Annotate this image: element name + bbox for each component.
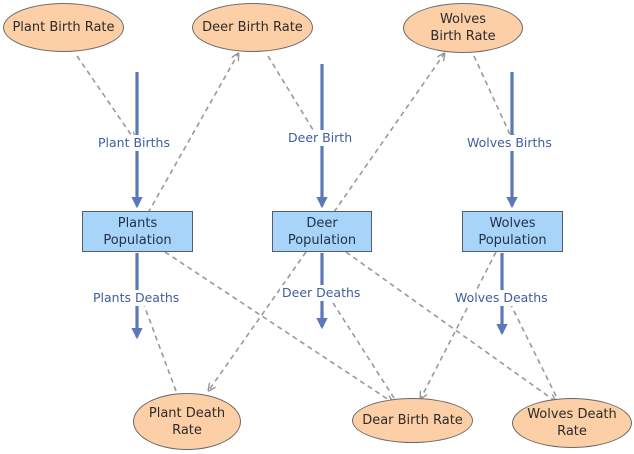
deer-deaths-flow-label: Deer Deaths — [280, 285, 363, 301]
link-deer-birth-rate-to-deer-birth — [267, 55, 318, 138]
wolves-population-box[interactable]: Wolves Population — [462, 211, 563, 252]
plant-death-rate-node[interactable]: Plant Death Rate — [133, 393, 241, 450]
link-plant-birth-rate-to-plant-births — [76, 55, 134, 139]
wolves-death-rate-label: Wolves Death Rate — [527, 407, 617, 439]
link-wolves-population-to-dear-birth-rate — [421, 251, 497, 398]
plants-population-label: Plants Population — [103, 215, 172, 248]
plant-birth-rate-node[interactable]: Plant Birth Rate — [3, 3, 124, 52]
deer-birth-flow-label: Deer Birth — [286, 130, 355, 146]
link-wolves-death-rate-to-wolves-deaths — [507, 297, 557, 397]
link-deer-population-to-wolves-death-rate — [345, 251, 555, 401]
plants-deaths-flow-label: Plants Deaths — [91, 290, 182, 306]
deer-birth-rate-node[interactable]: Deer Birth Rate — [192, 3, 313, 52]
wolves-birth-rate-label: Wolves Birth Rate — [430, 12, 496, 44]
wolves-deaths-flow-label: Wolves Deaths — [453, 290, 550, 306]
plants-population-box[interactable]: Plants Population — [82, 211, 193, 252]
plant-births-flow-label: Plant Births — [96, 135, 172, 151]
plant-birth-rate-label: Plant Birth Rate — [12, 20, 115, 35]
deer-birth-rate-label: Deer Birth Rate — [202, 20, 303, 35]
link-plant-death-rate-to-plants-deaths — [141, 297, 177, 392]
wolves-births-flow-label: Wolves Births — [465, 135, 554, 151]
link-deer-population-to-plant-death-rate — [209, 251, 307, 390]
link-wolves-birth-rate-to-wolves-births — [473, 55, 513, 141]
link-plants-population-to-dear-birth-rate — [164, 251, 392, 402]
link-plants-population-to-deer-birth-rate — [147, 54, 238, 214]
deer-population-box[interactable]: Deer Population — [272, 211, 372, 252]
deer-population-label: Deer Population — [287, 215, 357, 248]
plant-death-rate-label: Plant Death Rate — [148, 405, 226, 438]
dear-birth-rate-label: Dear Birth Rate — [362, 413, 463, 428]
wolves-birth-rate-node[interactable]: Wolves Birth Rate — [403, 3, 523, 53]
link-dear-birth-rate-to-deer-deaths — [326, 292, 395, 399]
wolves-death-rate-node[interactable]: Wolves Death Rate — [512, 398, 632, 448]
wolves-population-label: Wolves Population — [478, 215, 547, 248]
dear-birth-rate-node[interactable]: Dear Birth Rate — [352, 398, 473, 443]
